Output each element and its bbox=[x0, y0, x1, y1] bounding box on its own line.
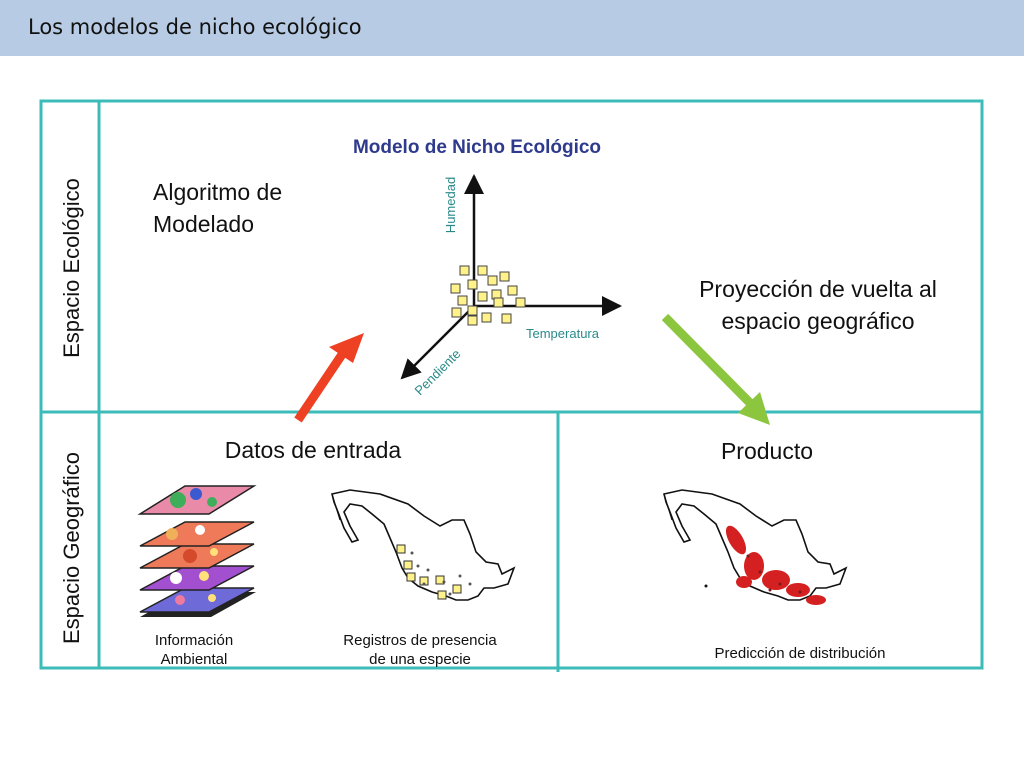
records-label-line2: de una especie bbox=[369, 651, 471, 668]
records-map bbox=[331, 489, 516, 601]
red-arrow bbox=[294, 333, 364, 423]
diagram-frame bbox=[39, 99, 984, 672]
slide-title: Los modelos de nicho ecológico bbox=[28, 15, 362, 39]
output-title: Producto bbox=[721, 438, 813, 464]
model-title: Modelo de Nicho Ecológico bbox=[353, 137, 601, 158]
env-label-line1: Información bbox=[155, 632, 233, 649]
green-arrow bbox=[661, 313, 770, 425]
axis-label-pendiente: Pendiente bbox=[412, 346, 464, 398]
niche-axes bbox=[400, 174, 622, 380]
niche-points bbox=[450, 265, 526, 326]
environmental-layers-icon bbox=[137, 485, 257, 617]
projection-label-line1: Proyección de vuelta al bbox=[699, 276, 937, 302]
axis-label-temperatura: Temperatura bbox=[526, 326, 600, 341]
algorithm-label-line1: Algoritmo de bbox=[153, 179, 282, 205]
projection-label-line2: espacio geográfico bbox=[721, 308, 914, 334]
env-label-line2: Ambiental bbox=[161, 651, 228, 668]
algorithm-label-line2: Modelado bbox=[153, 211, 254, 237]
title-bar: Los modelos de nicho ecológico bbox=[0, 0, 1024, 56]
prediction-label: Predicción de distribución bbox=[715, 645, 886, 662]
prediction-map bbox=[663, 489, 848, 605]
axis-label-humedad: Humedad bbox=[443, 177, 458, 233]
input-title: Datos de entrada bbox=[225, 437, 402, 463]
ecological-space-label: Espacio Ecológico bbox=[59, 178, 84, 358]
records-label-line1: Registros de presencia bbox=[343, 632, 497, 649]
geographic-space-label: Espacio Geográfico bbox=[59, 452, 84, 644]
